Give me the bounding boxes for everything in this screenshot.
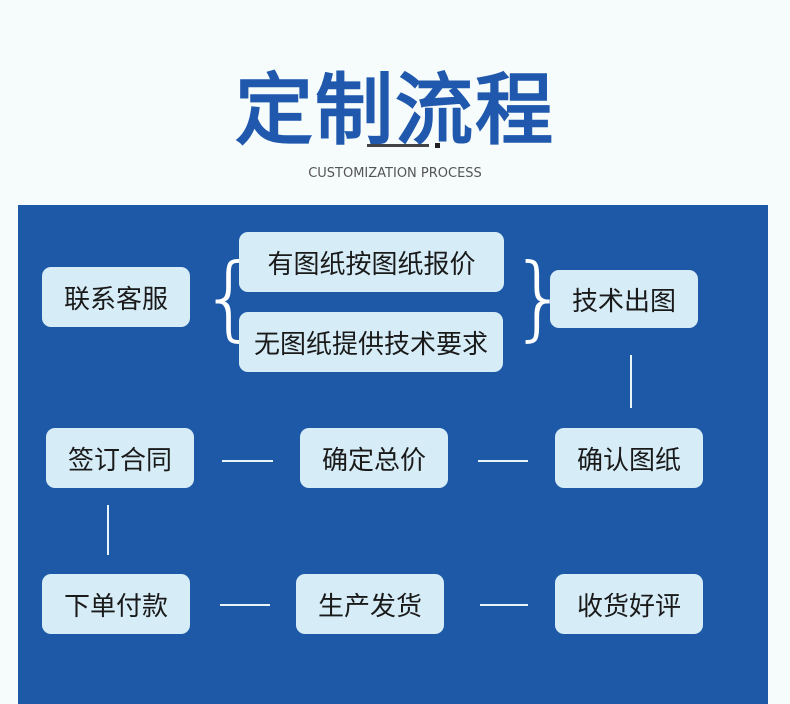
connector	[480, 604, 528, 606]
page-subtitle: CUSTOMIZATION PROCESS	[308, 166, 482, 181]
title-divider-dot	[435, 143, 440, 148]
title-divider	[367, 144, 429, 147]
connector	[478, 460, 528, 462]
step-confirm-drawing: 确认图纸	[555, 428, 703, 488]
step-contact: 联系客服	[42, 267, 190, 327]
connector	[630, 355, 632, 408]
connector	[107, 505, 109, 555]
step-receive: 收货好评	[555, 574, 703, 634]
step-without-drawing: 无图纸提供技术要求	[239, 312, 503, 372]
step-confirm-price: 确定总价	[300, 428, 448, 488]
step-place-order: 下单付款	[42, 574, 190, 634]
page-title: 定制流程	[234, 66, 555, 156]
step-production: 生产发货	[296, 574, 444, 634]
connector	[220, 604, 270, 606]
step-sign-contract: 签订合同	[46, 428, 194, 488]
step-with-drawing: 有图纸按图纸报价	[239, 232, 504, 292]
connector	[222, 460, 273, 462]
step-tech-drawing: 技术出图	[550, 270, 698, 328]
